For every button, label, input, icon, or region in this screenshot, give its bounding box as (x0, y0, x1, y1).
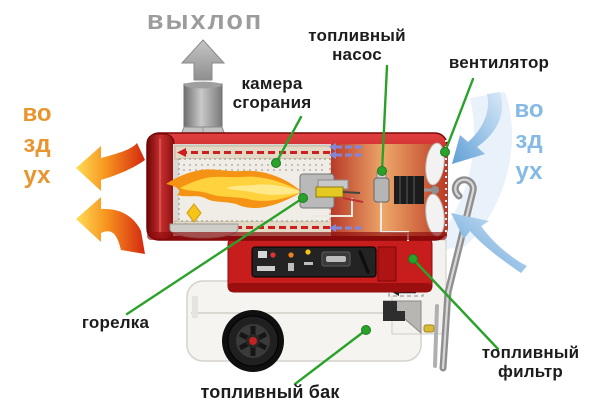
leader-fuel-tank (293, 328, 368, 386)
burner (299, 173, 364, 209)
leader-fuel-filter (411, 257, 500, 351)
label-air-right: воздух (514, 96, 544, 185)
motor (394, 176, 434, 204)
leader-burner (125, 196, 305, 316)
label-fan: вентилятор (448, 53, 550, 72)
cold-air-arrows (451, 92, 527, 273)
exhaust-arrow-icon (180, 39, 226, 81)
label-burner: горелка (81, 313, 150, 332)
control-panel (227, 237, 433, 293)
flame (166, 169, 302, 209)
handle (433, 176, 477, 372)
label-exhaust: выхлоп (146, 5, 264, 35)
heater-body (146, 132, 448, 241)
label-fuel-pump: топливный насос (308, 26, 406, 65)
fan-section (312, 140, 447, 241)
drain-plug (423, 324, 435, 333)
fan-blades (425, 142, 445, 237)
label-combustion-chamber: камера сгорания (232, 74, 312, 113)
wheel (222, 310, 284, 372)
hot-air-arrows (76, 143, 145, 254)
leader-lines (125, 64, 500, 386)
label-air-left: воздух (22, 100, 52, 189)
leader-fuel-pump (380, 64, 389, 173)
label-fuel-tank: топливный бак (200, 382, 340, 402)
label-fuel-filter: топливный фильтр (481, 343, 580, 382)
leader-fan (443, 77, 475, 154)
leader-combustion-chamber (274, 115, 303, 165)
